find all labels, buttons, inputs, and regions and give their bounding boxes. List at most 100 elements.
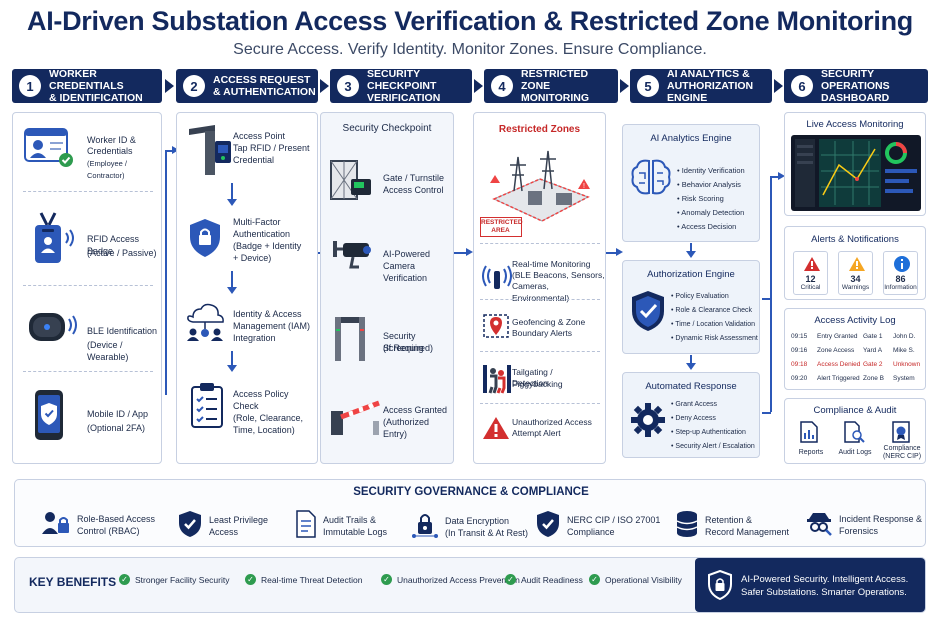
benefit-label: Unauthorized Access Prevention (397, 574, 520, 585)
brain-icon (629, 155, 673, 204)
alert-count: 86 (895, 274, 906, 284)
ble-tag-icon (27, 305, 79, 354)
governance-section: SECURITY GOVERNANCE & COMPLIANCE Role-Ba… (14, 479, 926, 547)
auth-engine-title: Authorization Engine (647, 269, 735, 280)
ai-engine-item: Risk Scoring (677, 193, 724, 205)
step-label: & IDENTIFICATION (49, 92, 143, 104)
barrier-gate-icon (329, 397, 381, 442)
log-cell-gate: Gate 2 (863, 361, 883, 368)
flow-arrow-icon (320, 79, 329, 93)
encryption-lock-icon (411, 510, 439, 545)
governance-item-label: Least Privilege (209, 515, 269, 525)
log-cell-gate: Yard A (863, 347, 883, 354)
governance-item-label: Data Encryption (445, 516, 510, 526)
checkpoint-item-label: Access Granted (383, 405, 448, 415)
live-monitoring-box: Live Access Monitoring (784, 112, 926, 216)
checkpoint-item-label: (Authorized Entry) (383, 417, 430, 439)
checkpoint-header: Security Checkpoint (342, 123, 432, 134)
connector-line (690, 243, 692, 253)
governance-item: Retention &Record Management (675, 510, 789, 543)
shield-lock-icon (187, 217, 223, 264)
alert-label: Warnings (841, 284, 870, 291)
auto-response-item: Grant Access (671, 399, 717, 411)
step-label: AUTHORIZATION ENGINE (667, 80, 754, 104)
access-step-label: Integration (233, 333, 276, 343)
audit-trail-icon (295, 510, 317, 543)
step-2-header: 2 ACCESS REQUEST& AUTHENTICATION (176, 69, 318, 103)
log-cell-event: Access Denied (817, 361, 861, 368)
alert-count: 12 (805, 274, 816, 284)
page-title: AI-Driven Substation Access Verification… (27, 6, 913, 36)
log-cell-user: Mike S. (893, 347, 915, 354)
down-arrow-icon (686, 363, 696, 370)
ai-engine-item: Behavior Analysis (677, 179, 741, 191)
connector-line (165, 150, 167, 395)
access-step-label: Management (IAM) (233, 321, 311, 331)
step-label: SECURITY OPERATIONS (821, 68, 890, 92)
check-icon: ✓ (589, 574, 600, 585)
ai-analytics-engine-box: AI Analytics Engine Identity Verificatio… (622, 124, 760, 242)
metal-detector-icon (331, 315, 371, 368)
flow-arrow-icon (620, 79, 629, 93)
log-cell-user: System (893, 375, 915, 382)
connector-line (165, 150, 173, 152)
svg-text:!: ! (583, 183, 585, 190)
compliance-item-label: Reports (798, 449, 824, 456)
alert-label: Critical (800, 284, 821, 291)
governance-item: Incident Response &Forensics (805, 510, 922, 541)
governance-item-label: Audit Trails & (323, 515, 377, 525)
log-cell-time: 09:20 (791, 375, 808, 382)
connector-line (770, 176, 780, 178)
compliance-shield-icon (535, 510, 561, 543)
auth-engine-item: Role & Clearance Check (671, 305, 752, 317)
ai-engine-item: Access Decision (677, 221, 736, 233)
alerts-title: Alerts & Notifications (811, 234, 899, 245)
checkpoint-item-label: Access Control (383, 185, 444, 195)
step-label: ACCESS REQUEST (213, 74, 311, 86)
divider (480, 243, 600, 244)
step-label: VERIFICATION (367, 92, 441, 104)
governance-item-label: Compliance (567, 526, 615, 537)
compliance-item-label: (NERC CIP) (882, 453, 922, 460)
access-step-label: (Role, Clearance, (233, 413, 304, 423)
clipboard-checklist-icon (189, 381, 225, 434)
least-privilege-shield-icon (177, 510, 203, 543)
governance-item-label: (In Transit & At Rest) (445, 527, 529, 538)
live-monitoring-title: Live Access Monitoring (806, 119, 904, 130)
benefit-label: Audit Readiness (521, 574, 583, 585)
alert-info-card[interactable]: 86 Information (883, 251, 918, 295)
step-number: 3 (337, 75, 359, 97)
flow-arrow-icon (474, 79, 483, 93)
governance-title: SECURITY GOVERNANCE & COMPLIANCE (353, 486, 589, 498)
warning-alert-icon (849, 257, 865, 271)
down-arrow-icon (227, 199, 237, 206)
connector-line (762, 298, 771, 300)
alert-count: 34 (850, 274, 861, 284)
alert-critical-card[interactable]: 12 Critical (793, 251, 828, 295)
checkpoint-item-label: Security Screening (383, 331, 424, 353)
alert-warning-card[interactable]: 34 Warnings (838, 251, 873, 295)
compliance-audit-box: Compliance & Audit Reports Audit Logs Co… (784, 398, 926, 464)
restricted-zones-panel: Restricted Zones ! RESTRICTED AREA Real-… (473, 112, 606, 464)
connector-line (231, 271, 233, 289)
credential-label: Credentials (87, 146, 133, 156)
credential-label: Mobile ID / App (87, 409, 149, 419)
auth-engine-item: Policy Evaluation (671, 291, 728, 303)
zone-item-label: Tailgating / Piggybacking (512, 367, 563, 389)
governance-item-label: Immutable Logs (323, 526, 388, 537)
compliance-title: Compliance & Audit (813, 405, 897, 416)
credential-detail: (Device / Wearable) (87, 340, 129, 362)
compliance-badge-icon (892, 421, 910, 443)
tagline-text: Safer Substations. Smarter Operations. (741, 587, 907, 598)
ai-engine-title: AI Analytics Engine (650, 133, 732, 144)
key-benefits-title: KEY BENEFITS (29, 575, 117, 589)
forensics-detective-icon (805, 510, 833, 541)
step-number: 6 (791, 75, 813, 97)
auth-engine-item: Time / Location Validation (671, 319, 755, 331)
connector-line (231, 183, 233, 201)
